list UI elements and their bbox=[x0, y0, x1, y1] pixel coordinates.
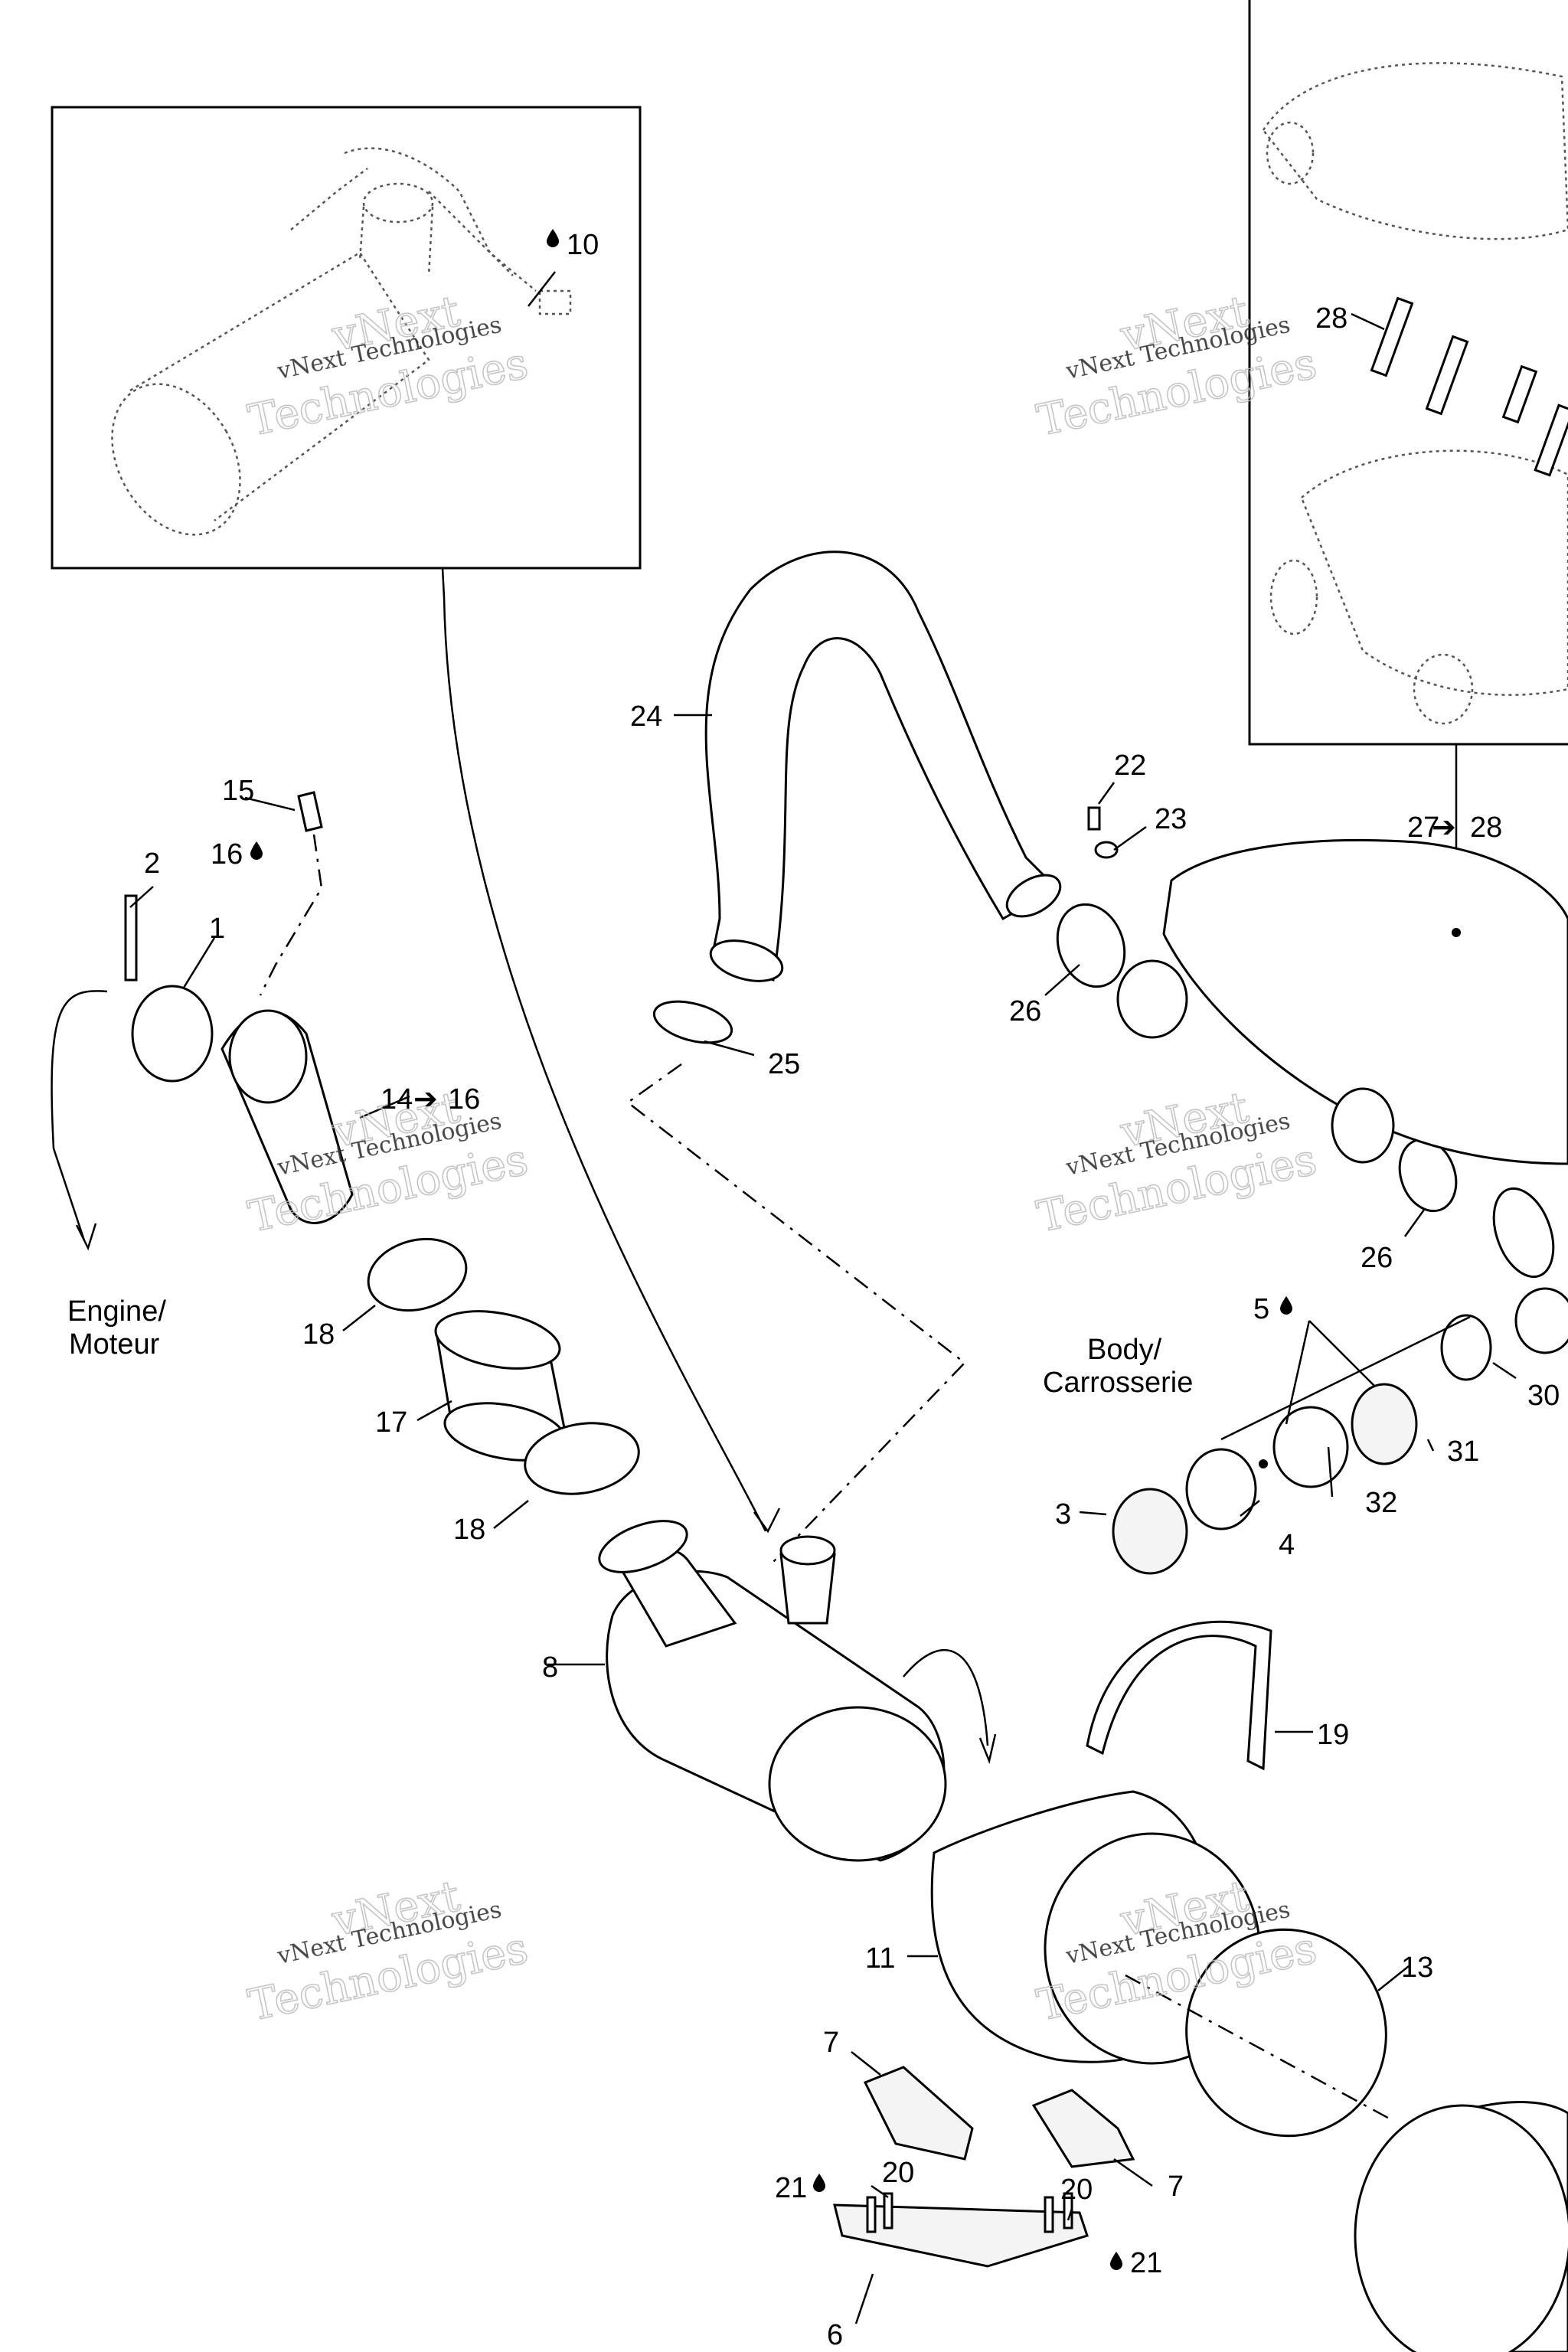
drop-icon bbox=[813, 2174, 825, 2192]
label-2: 2 bbox=[144, 848, 160, 880]
label-20a: 20 bbox=[882, 2157, 914, 2189]
label-4: 4 bbox=[1279, 1529, 1295, 1561]
fitting-31 bbox=[1351, 1383, 1418, 1465]
nut-3 bbox=[1112, 1488, 1188, 1575]
inset-resonator-box bbox=[1248, 0, 1568, 746]
bracket-6 bbox=[833, 2203, 1089, 2268]
label-19: 19 bbox=[1317, 1719, 1349, 1751]
clamp-30 bbox=[1440, 1314, 1492, 1381]
ring-13 bbox=[1185, 1928, 1387, 2138]
label-28: 28 bbox=[1315, 302, 1348, 335]
label-7b: 7 bbox=[1168, 2171, 1184, 2203]
label-24: 24 bbox=[630, 701, 662, 733]
label-22: 22 bbox=[1114, 750, 1146, 782]
label-32: 32 bbox=[1365, 1487, 1397, 1519]
label-17: 17 bbox=[375, 1406, 407, 1439]
label-14-16: 14 bbox=[381, 1083, 413, 1116]
clamp-18a bbox=[367, 1237, 468, 1312]
label-6: 6 bbox=[827, 2319, 843, 2351]
label-10: 10 bbox=[567, 229, 599, 261]
engine-callout-1: Engine/ bbox=[67, 1295, 166, 1328]
clamp-25 bbox=[652, 1000, 733, 1044]
label-20b: 20 bbox=[1060, 2174, 1093, 2206]
clamp-26a bbox=[1056, 903, 1126, 988]
label-7a: 7 bbox=[823, 2027, 839, 2059]
clamp-18b bbox=[524, 1422, 640, 1495]
drop-icon bbox=[250, 841, 263, 860]
drop-icon bbox=[547, 229, 559, 247]
label-11: 11 bbox=[865, 1942, 895, 1975]
label-16: 16 bbox=[211, 838, 243, 871]
gasket-32 bbox=[1272, 1406, 1349, 1488]
label-27-28: 27 bbox=[1407, 812, 1439, 844]
label-18b: 18 bbox=[453, 1514, 485, 1546]
label-27-28-b: 28 bbox=[1470, 812, 1502, 844]
right-arrow-icon: ➔ bbox=[413, 1083, 438, 1116]
gasket-4 bbox=[1185, 1448, 1257, 1530]
label-26a: 26 bbox=[1009, 995, 1041, 1027]
label-30: 30 bbox=[1527, 1380, 1560, 1412]
label-3: 3 bbox=[1055, 1498, 1071, 1530]
body-callout-1: Body/ bbox=[1087, 1334, 1162, 1366]
label-15: 15 bbox=[222, 775, 254, 807]
bracket-7b bbox=[1031, 2089, 1135, 2168]
label-31: 31 bbox=[1447, 1436, 1479, 1468]
label-25: 25 bbox=[768, 1048, 800, 1080]
label-21a: 21 bbox=[775, 2172, 807, 2204]
inset-muffler-box bbox=[51, 106, 642, 570]
drop-icon bbox=[1280, 1296, 1292, 1315]
label-18a: 18 bbox=[302, 1318, 335, 1351]
label-8: 8 bbox=[542, 1651, 558, 1684]
label-5: 5 bbox=[1253, 1293, 1269, 1325]
clamp-1 bbox=[131, 985, 214, 1083]
sensor-15 bbox=[297, 791, 323, 832]
exhaust-pipe-24 bbox=[704, 550, 1059, 982]
label-14-16-b: 16 bbox=[448, 1083, 480, 1116]
part-labels: 10 28 24 22 23 27 ➔ 28 26 25 26 15 16 2 … bbox=[67, 229, 1560, 2351]
label-26b: 26 bbox=[1361, 1242, 1393, 1274]
engine-callout-2: Moteur bbox=[69, 1328, 160, 1361]
body-callout-2: Carrosserie bbox=[1043, 1367, 1193, 1399]
right-arrow-icon: ➔ bbox=[1432, 812, 1456, 844]
drop-icon bbox=[1110, 2252, 1122, 2270]
label-21b: 21 bbox=[1130, 2247, 1162, 2279]
bracket-7a bbox=[863, 2066, 974, 2161]
label-23: 23 bbox=[1155, 803, 1187, 835]
label-1: 1 bbox=[209, 913, 225, 945]
label-13: 13 bbox=[1401, 1952, 1433, 1984]
leader-lines bbox=[129, 271, 1517, 2324]
strap-19 bbox=[1086, 1620, 1272, 1771]
